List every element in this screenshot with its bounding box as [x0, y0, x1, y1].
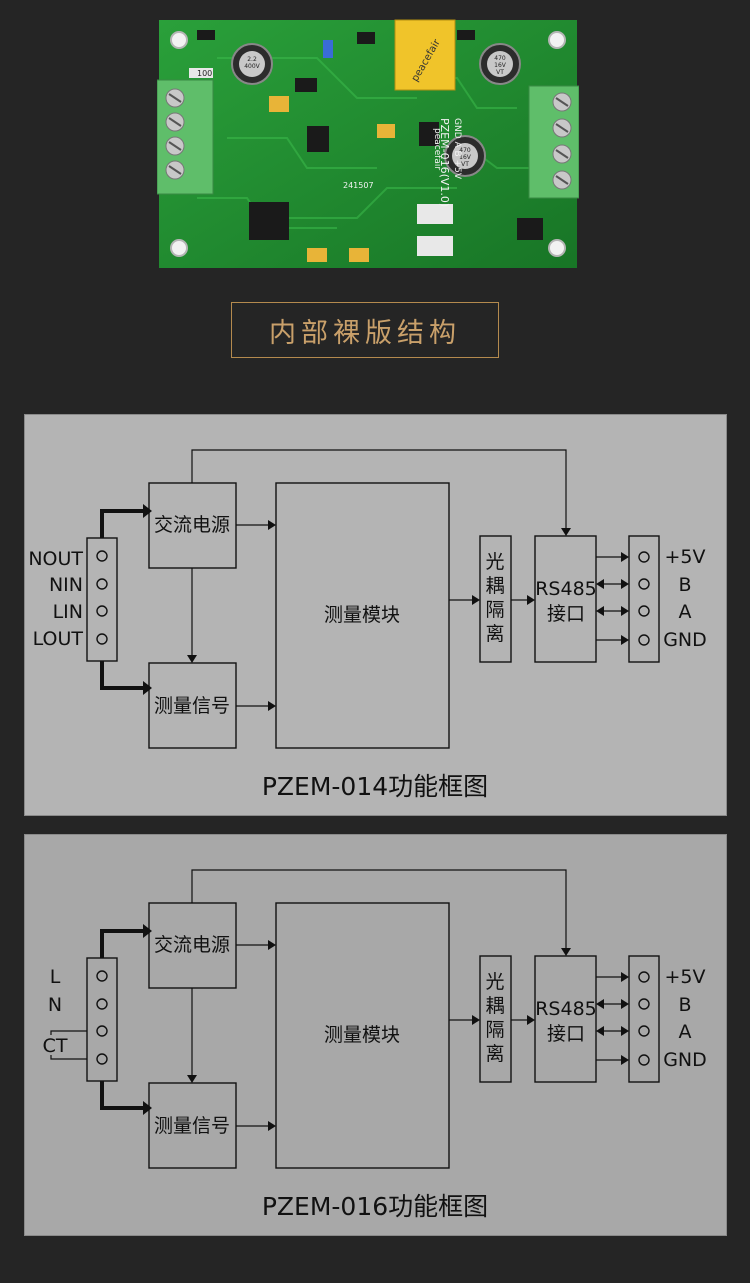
svg-text:耦: 耦	[485, 995, 504, 1017]
rs485-box	[534, 955, 597, 1083]
output-label-b: B	[678, 574, 691, 596]
input-label-l: L	[50, 966, 61, 988]
output-label-b: B	[678, 994, 691, 1016]
diagram-pzem-016: L N CT CT 交流电源 测量信号 测量模块 光 耦 隔 离	[24, 834, 727, 1236]
input-label-nout: NOUT	[28, 548, 83, 570]
svg-text:离: 离	[485, 1043, 504, 1065]
output-label-5v: +5V	[664, 546, 705, 568]
power-box-label: 交流电源	[154, 514, 230, 536]
left-terminal-block	[156, 79, 214, 195]
mount-hole-bl	[170, 239, 188, 257]
right-terminal-block	[528, 85, 580, 199]
svg-text:光: 光	[485, 551, 504, 573]
svg-text:隔: 隔	[485, 599, 504, 621]
svg-text:隔: 隔	[485, 1019, 504, 1041]
svg-text:16V: 16V	[459, 154, 472, 161]
input-label-lout: LOUT	[33, 628, 84, 650]
svg-text:2.2: 2.2	[247, 56, 257, 63]
thick-line-power	[100, 509, 143, 538]
measure-module-label: 测量模块	[324, 1024, 400, 1046]
output-labels: +5V B A GND	[663, 966, 707, 1071]
main-ic	[249, 202, 289, 240]
caption-pzem-014: PZEM-014功能框图	[262, 772, 488, 801]
output-terminal-block	[628, 535, 660, 663]
capacitor-c3: 470 16V VT	[444, 135, 486, 177]
section-title: 内部裸版结构	[231, 302, 499, 358]
caption-pzem-016: PZEM-016功能框图	[262, 1192, 488, 1221]
input-label-n: N	[48, 994, 62, 1016]
output-label-a: A	[679, 1021, 692, 1043]
svg-text:400V: 400V	[244, 63, 260, 70]
svg-text:VT: VT	[461, 161, 469, 168]
thick-line-power	[100, 929, 143, 958]
input-terminal-block	[86, 537, 118, 662]
svg-text:CT: CT	[43, 1035, 68, 1057]
svg-text:RS485: RS485	[535, 998, 597, 1020]
board-model-silk: PZEM-016(V1.0)	[438, 118, 451, 207]
diagram-pzem-014: NOUT NIN LIN LOUT 交流电源 测量信号 测量模块 光 耦 隔 离	[24, 414, 727, 816]
svg-text:peacefair: peacefair	[432, 128, 442, 170]
mount-hole-tl	[170, 31, 188, 49]
output-terminal-block	[628, 955, 660, 1083]
svg-text:VT: VT	[496, 69, 504, 76]
svg-text:耦: 耦	[485, 575, 504, 597]
optocoupler-1	[417, 204, 453, 224]
signal-box-label: 测量信号	[154, 695, 230, 717]
capacitor-c2: 470 16V VT	[479, 43, 521, 85]
rs485-box	[534, 535, 597, 663]
svg-text:接口: 接口	[547, 1023, 585, 1045]
output-label-gnd: GND	[663, 1049, 707, 1071]
signal-box-label: 测量信号	[154, 1115, 230, 1137]
output-label-5v: +5V	[664, 966, 705, 988]
svg-text:接口: 接口	[547, 603, 585, 625]
svg-text:RS485: RS485	[535, 578, 597, 600]
measure-module-label: 测量模块	[324, 604, 400, 626]
opto-isolation-box	[479, 955, 512, 1083]
transformer: peacefair	[394, 19, 456, 91]
svg-text:16V: 16V	[494, 62, 507, 69]
svg-text:241507: 241507	[343, 181, 374, 190]
output-label-gnd: GND	[663, 629, 707, 651]
thick-line-signal	[100, 661, 143, 690]
power-box-label: 交流电源	[154, 934, 230, 956]
svg-text:GND A B +5V: GND A B +5V	[452, 118, 462, 180]
input-terminal-block	[86, 957, 118, 1082]
output-labels: +5V B A GND	[663, 546, 707, 651]
measure-module-box	[275, 902, 450, 1169]
input-labels: NOUT NIN LIN LOUT	[28, 548, 83, 650]
opto-isolation-box	[479, 535, 512, 663]
output-label-a: A	[679, 601, 692, 623]
capacitor-c1: 2.2 400V	[231, 43, 273, 85]
svg-text:470: 470	[494, 55, 506, 62]
mount-hole-br	[548, 239, 566, 257]
pcb-photo: peacefair 2.2 400V 470 16V VT 470 16V VT	[156, 18, 580, 270]
thick-line-signal	[100, 1081, 143, 1110]
input-label-nin: NIN	[49, 574, 83, 596]
mount-hole-tr	[548, 31, 566, 49]
svg-text:100: 100	[197, 69, 212, 78]
svg-text:光: 光	[485, 971, 504, 993]
measure-module-box	[275, 482, 450, 749]
optocoupler-2	[417, 236, 453, 256]
svg-text:470: 470	[459, 147, 471, 154]
svg-text:离: 离	[485, 623, 504, 645]
input-label-lin: LIN	[53, 601, 83, 623]
